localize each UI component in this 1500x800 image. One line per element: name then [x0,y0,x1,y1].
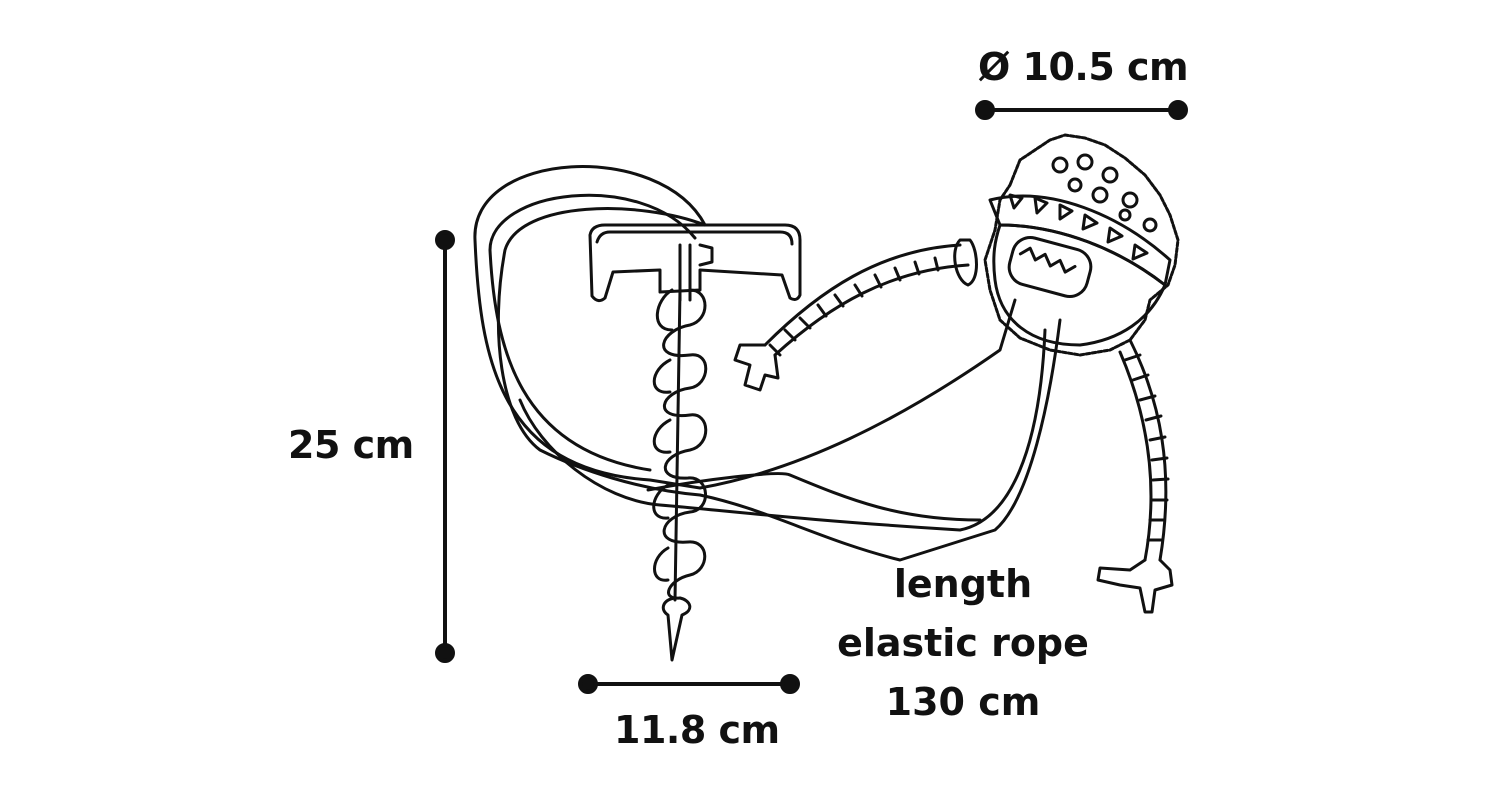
diameter-label: Ø 10.5 cm [978,45,1189,89]
width-dimension-line [578,674,800,694]
rope-length-label: length elastic rope 130 cm [813,555,1113,732]
rope-label-line1: length [893,562,1033,606]
tug-rope-right [1096,338,1174,614]
width-label: 11.8 cm [614,708,780,752]
elastic-rope [473,165,1062,562]
height-dimension-line [435,230,455,663]
stake-handle [588,223,802,303]
rope-label-line2: elastic rope [837,621,1089,665]
toy-ball [953,133,1180,357]
spiral-stake [652,288,708,662]
rope-label-line3: 130 cm [885,680,1041,724]
diameter-dimension-line [975,100,1188,120]
tug-rope-left [733,243,970,392]
height-label: 25 cm [288,423,414,467]
